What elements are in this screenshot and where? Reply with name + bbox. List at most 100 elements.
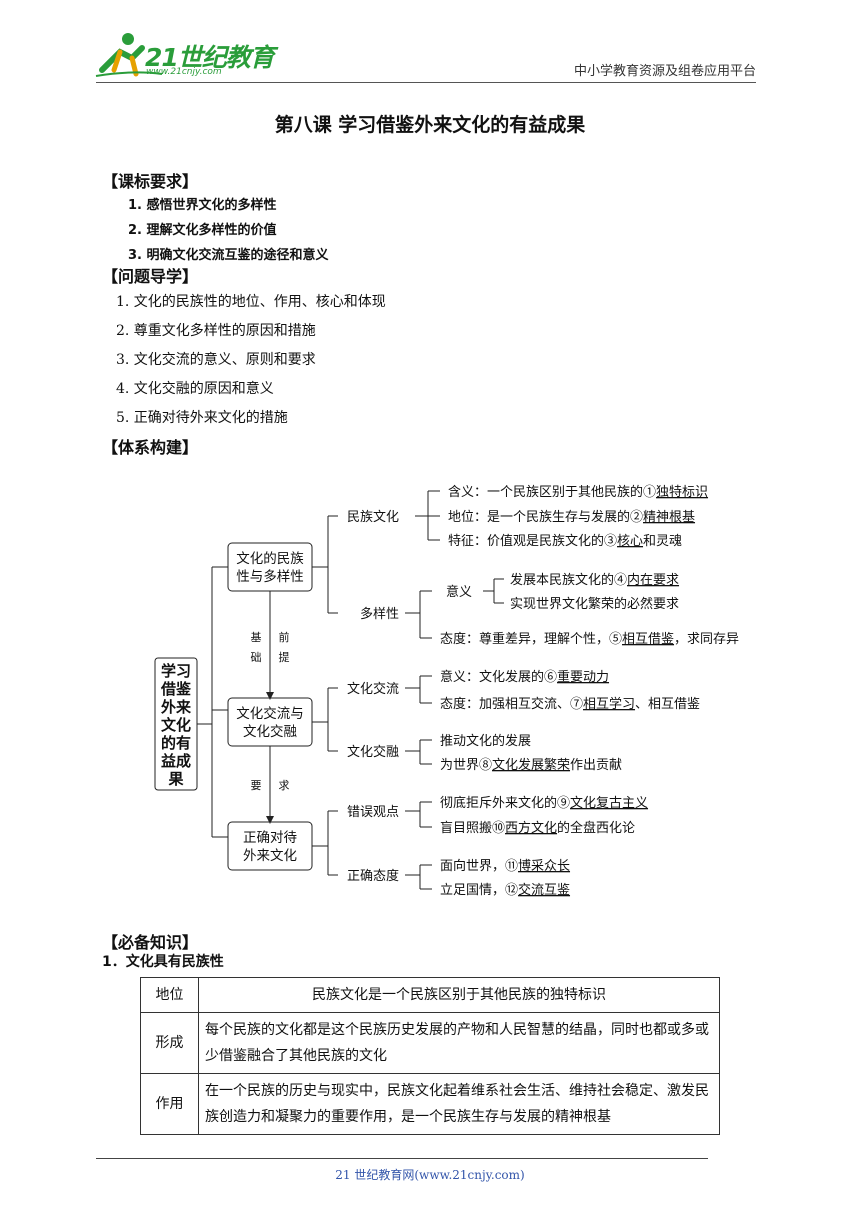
leaf-text: 的全盘西化论 [557,820,635,836]
root-line: 外来 [160,698,192,716]
branch-minzu: 民族文化 [347,509,399,525]
leaf-item: 态度：尊重差异，理解个性，⑤相互借鉴，求同存异 [440,631,739,647]
question-item: 1. 文化的民族性的地位、作用、核心和体现 [116,294,386,310]
yiyi-label: 意义 [446,584,472,600]
system-heading: 【体系构建】 [102,438,199,457]
box-treat-foreign: 正确对待 [243,830,297,846]
question-item: 5. 正确对待外来文化的措施 [116,410,288,426]
leaf-key-phrase: 交流互鉴 [518,882,570,898]
leaf-item: 面向世界，⑪博采众长 [440,858,570,874]
leaf-item: 立足国情，⑫交流互鉴 [440,882,570,898]
leaf-text: 面向世界，⑪ [440,858,518,874]
leaf-text: 盲目照搬⑩ [440,820,505,836]
header-divider [96,82,756,83]
root-line: 果 [167,770,184,788]
logo-runner-icon [95,33,163,77]
knowledge-heading: 【必备知识】 [102,933,199,952]
link-label: 要 [251,779,262,792]
box-treat-foreign: 外来文化 [243,848,297,864]
leaf-text: 彻底拒斥外来文化的⑨ [440,795,570,811]
leaf-key-phrase: 西方文化 [505,820,557,836]
leaf-text: 作出贡献 [570,758,622,773]
concept-diagram: 学习 借鉴 外来 文化 的有 益成 果 文化的民族 性与多样性 文化交流与 文化… [154,484,739,898]
question-item: 3. 文化交流的意义、原则和要求 [116,352,316,368]
table-value: 民族文化是一个民族区别于其他民族的独特标识 [198,977,720,1013]
link-label: 提 [279,651,290,664]
leaf-key-phrase: 精神根基 [643,510,695,525]
leaf-text: 特征：价值观是民族文化的③ [448,533,617,549]
leaf-key-phrase: 文化发展繁荣 [492,757,570,773]
root-line: 的有 [161,734,191,752]
logo-url: www.21cnjy.com [146,67,222,77]
leaf-text: 推动文化的发展 [440,733,531,749]
table-key: 形成 [140,1012,199,1074]
leaf-key-phrase: 文化复古主义 [570,796,648,811]
leaf-text: 态度：加强相互交流、⑦ [440,696,583,712]
table-value: 每个民族的文化都是这个民族历史发展的产物和人民智慧的结晶，同时也都或多或少借鉴融… [198,1012,720,1074]
root-line: 文化 [161,716,191,734]
leaf-key-phrase: 内在要求 [627,572,679,588]
leaf-text: 含义：一个民族区别于其他民族的① [448,484,656,500]
leaf-key-phrase: 重要动力 [557,669,609,685]
leaf-text: 和灵魂 [643,533,682,549]
leaf-item: 含义：一个民族区别于其他民族的①独特标识 [448,484,708,500]
leaf-text: 为世界⑧ [440,758,492,773]
box-culture-diversity: 性与多样性 [236,568,304,585]
leaf-text: 、相互借鉴 [635,697,700,712]
table-value: 在一个民族的历史与现实中，民族文化起着维系社会生活、维持社会稳定、激发民族创造力… [198,1073,720,1135]
ethnicity-table: 地位 民族文化是一个民族区别于其他民族的独特标识 形成 每个民族的文化都是这个民… [140,977,720,1135]
leaf-key-phrase: 独特标识 [656,485,708,500]
page-title: 第八课 学习借鉴外来文化的有益成果 [274,114,586,136]
leaf-text: 地位：是一个民族生存与发展的② [448,509,643,525]
link-label: 基 [251,631,262,644]
standard-item: 2. 理解文化多样性的价值 [128,223,277,238]
branch-cuowu: 错误观点 [347,805,399,820]
question-item: 2. 尊重文化多样性的原因和措施 [116,323,316,339]
table-key: 作用 [140,1073,199,1135]
table-row: 形成 每个民族的文化都是这个民族历史发展的产物和人民智慧的结晶，同时也都或多或少… [140,1012,720,1074]
standard-item: 1. 感悟世界文化的多样性 [128,198,277,213]
footer-divider [96,1158,708,1159]
logo-text: 21世纪教育 [145,43,275,72]
leaf-text: 实现世界文化繁荣的必然要求 [510,596,679,612]
leaf-item: 盲目照搬⑩西方文化的全盘西化论 [440,820,635,836]
header-platform-name: 中小学教育资源及组卷应用平台 [573,64,756,79]
leaf-item: 态度：加强相互交流、⑦相互学习、相互借鉴 [440,696,700,712]
standards-heading: 【课标要求】 [102,172,199,191]
questions-heading: 【问题导学】 [102,267,199,286]
branch-zhengque: 正确态度 [347,868,399,884]
question-item: 4. 文化交融的原因和意义 [116,381,274,397]
box-culture-diversity: 文化的民族 [236,551,304,567]
diagram-root: 学习 借鉴 外来 文化 的有 益成 果 [160,662,192,788]
root-line: 借鉴 [160,680,192,698]
table-key: 地位 [140,977,199,1013]
leaf-item: 为世界⑧文化发展繁荣作出贡献 [440,757,622,773]
leaf-item: 意义：文化发展的⑥重要动力 [440,669,609,685]
leaf-item: 地位：是一个民族生存与发展的②精神根基 [448,509,695,525]
table-row: 地位 民族文化是一个民族区别于其他民族的独特标识 [140,977,720,1013]
branch-jiaoliu: 文化交流 [347,681,399,697]
leaf-key-phrase: 核心 [617,534,643,549]
link-label: 础 [251,651,262,664]
leaf-key-phrase: 博采众长 [518,859,570,874]
leaf-item: 特征：价值观是民族文化的③核心和灵魂 [448,533,682,549]
box-exchange-fusion: 文化交融 [243,723,297,740]
leaf-item: 彻底拒斥外来文化的⑨文化复古主义 [440,795,648,811]
leaf-text: ，求同存异 [674,632,739,647]
box-exchange-fusion: 文化交流与 [236,705,304,722]
root-line: 益成 [161,752,191,770]
knowledge-subheading: 1．文化具有民族性 [102,954,224,970]
link-label: 前 [279,630,290,644]
leaf-item: 发展本民族文化的④内在要求 [510,572,679,588]
link-label: 求 [279,779,290,792]
leaf-item: 实现世界文化繁荣的必然要求 [510,596,679,612]
leaf-text: 立足国情，⑫ [440,883,518,898]
footer-text: 21 世纪教育网(www.21cnjy.com) [335,1168,525,1182]
leaf-text: 发展本民族文化的④ [510,572,627,588]
root-line: 学习 [161,662,191,680]
branch-duoyang: 多样性 [360,606,399,622]
leaf-key-phrase: 相互借鉴 [622,632,674,647]
leaf-item: 推动文化的发展 [440,733,531,749]
leaf-text: 态度：尊重差异，理解个性，⑤ [440,631,622,647]
leaf-key-phrase: 相互学习 [583,696,635,712]
